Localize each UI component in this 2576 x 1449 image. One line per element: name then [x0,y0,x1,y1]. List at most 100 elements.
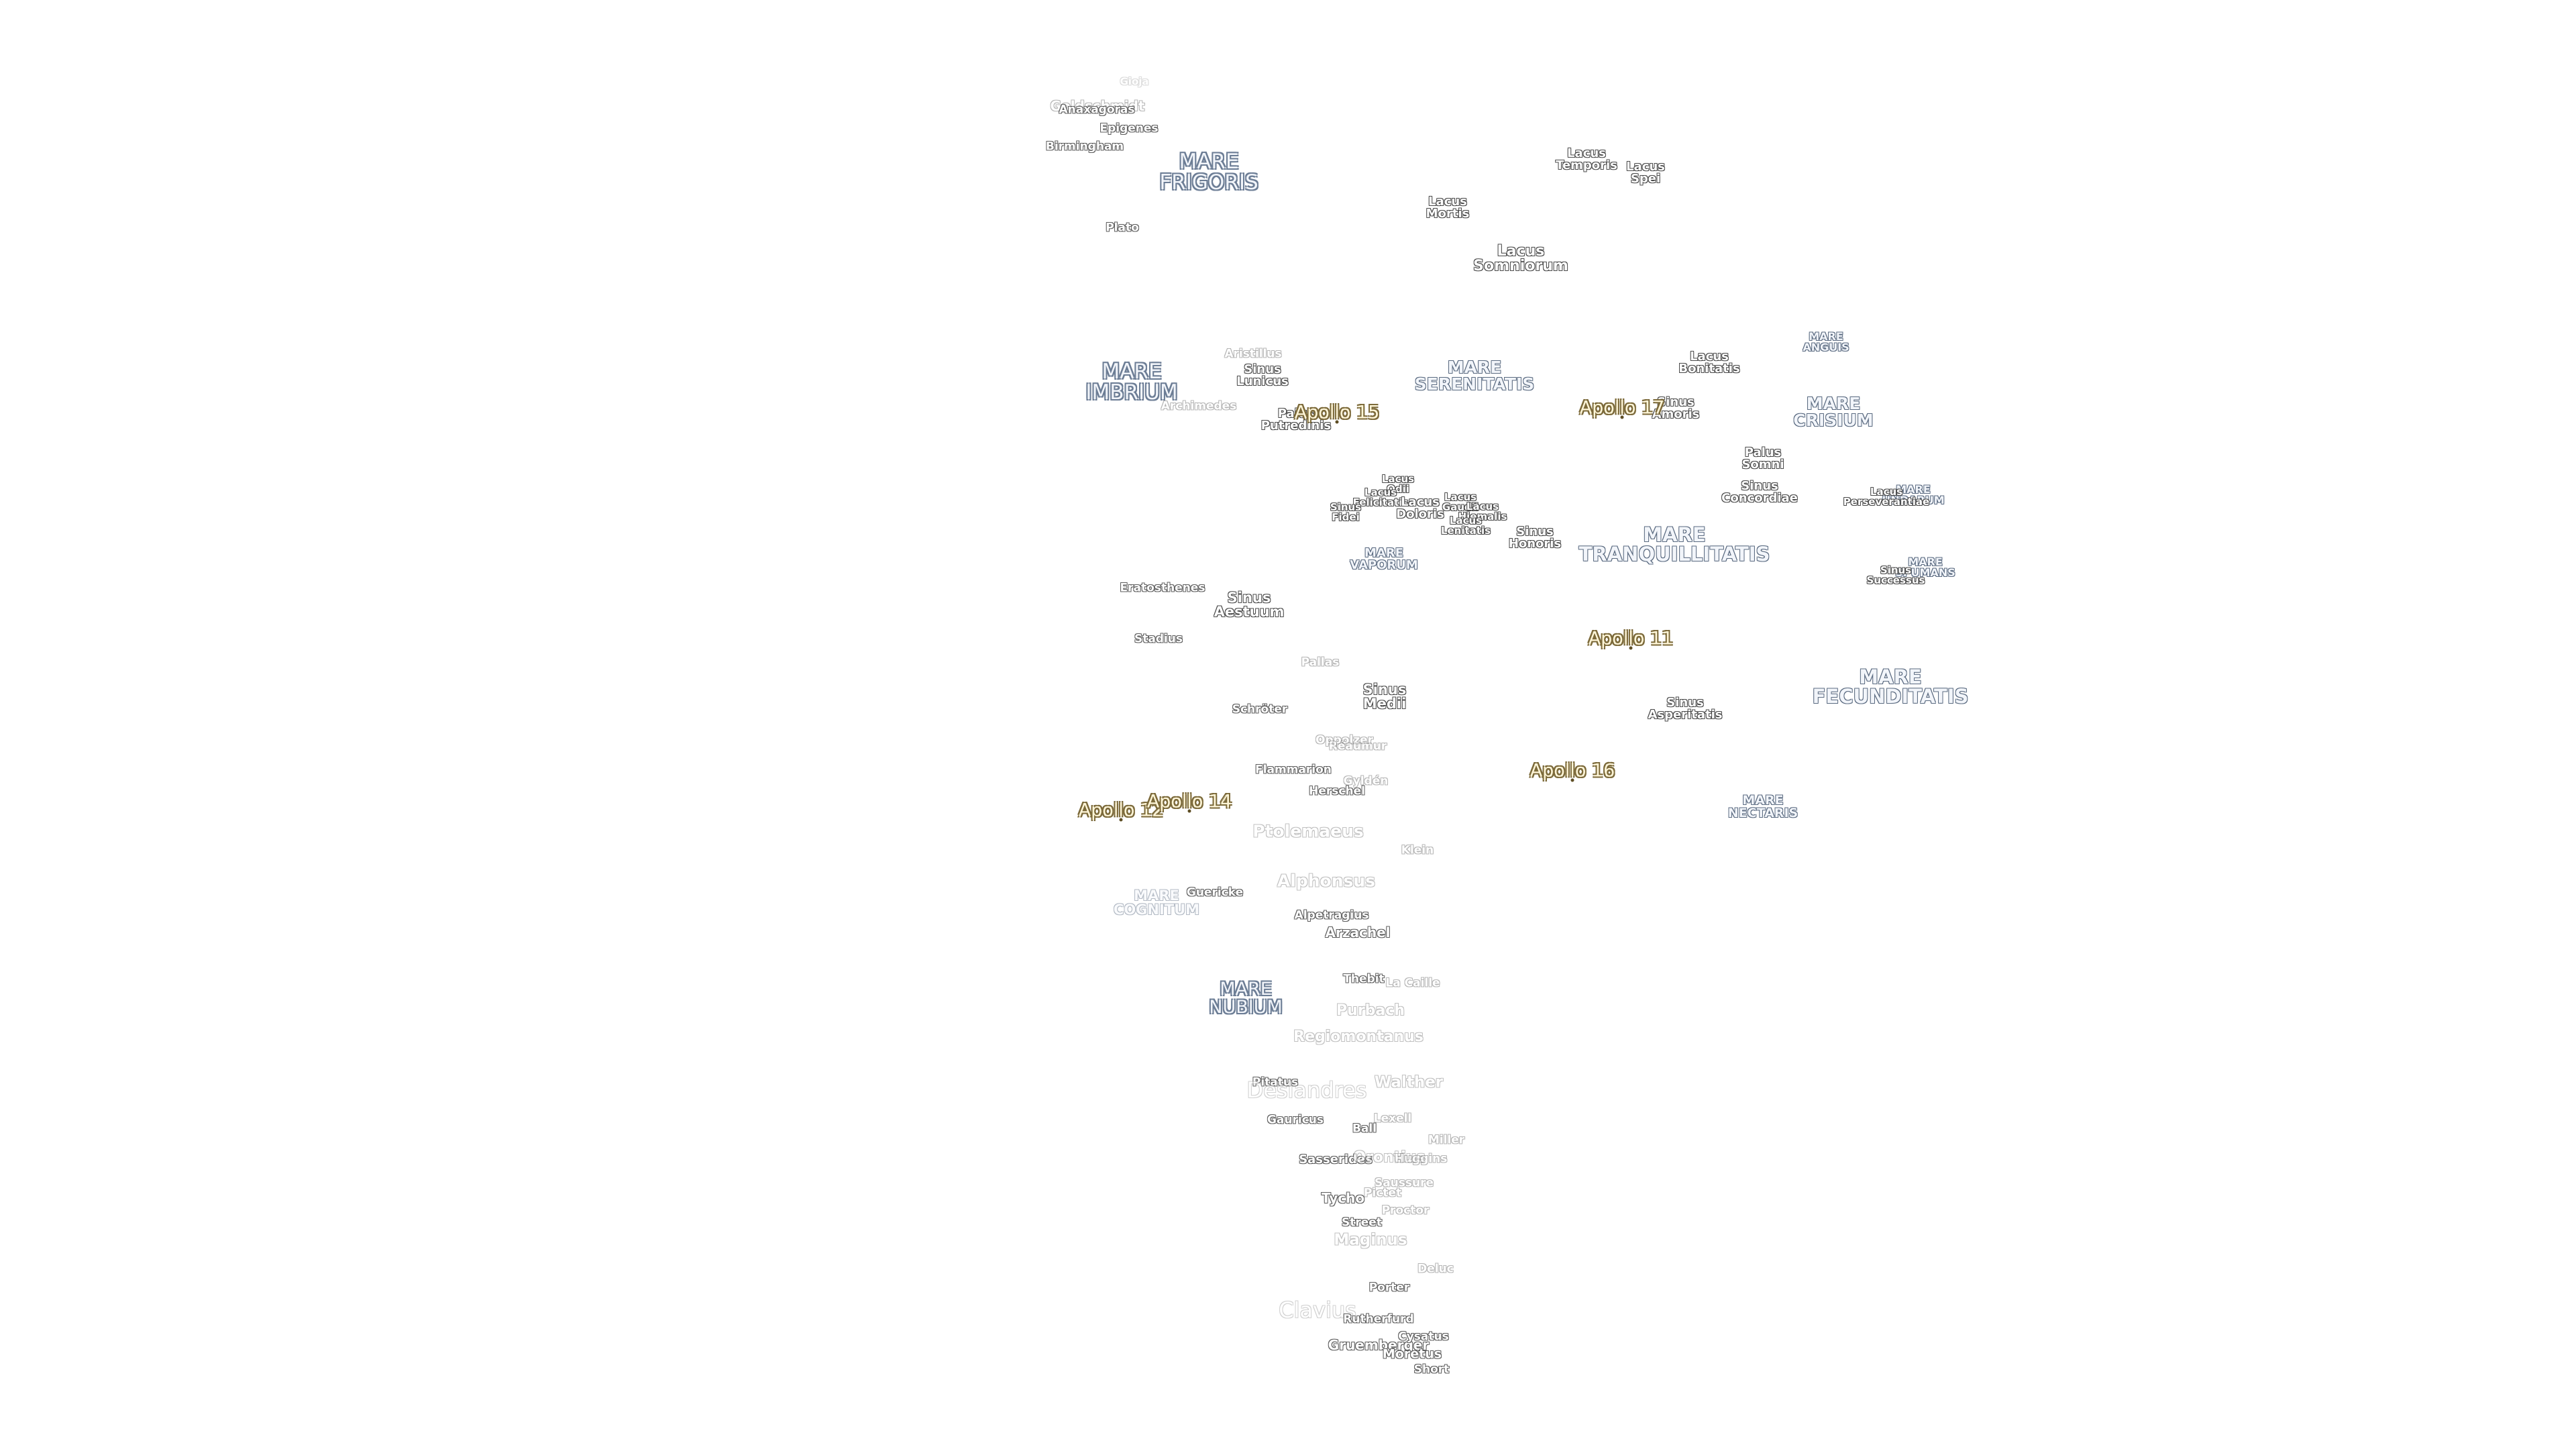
sinus-honoris-label[interactable]: Sinus Honoris [1508,525,1562,551]
mare-fecunditatis-label[interactable]: MARE FECUNDITATIS [1812,665,1969,708]
lacus-lenitatis-label[interactable]: Lacus Lenitatis [1440,515,1491,537]
crater-pallas-label[interactable]: Pallas [1301,655,1340,669]
crater-ptolemaeus-label[interactable]: Ptolemaeus [1252,821,1364,841]
apollo-17-label[interactable]: Apollo 17 [1579,397,1665,419]
sinus-fidei-label[interactable]: Sinus Fidei [1330,501,1362,523]
mare-cognitum-label[interactable]: MARE COGNITUM [1113,888,1200,918]
lacus-perseverantiae-label[interactable]: Lacus Perseverantiae [1843,486,1930,508]
crater-huggins-label[interactable]: Huggins [1394,1152,1448,1166]
crater-clavius-label[interactable]: Clavius [1279,1297,1356,1323]
crater-eratosthenes-label[interactable]: Eratosthenes [1120,581,1205,595]
crater-flammarion-label[interactable]: Flammarion [1255,763,1332,777]
crater-epigenes-label[interactable]: Epigenes [1099,121,1159,136]
crater-walther-label[interactable]: Walther [1374,1073,1444,1091]
lacus-temporis-label[interactable]: Lacus Temporis [1556,146,1617,172]
lacus-felicitatis-label[interactable]: Lacus Felicitatis [1352,486,1409,508]
sinus-successus-label[interactable]: Sinus Successus [1866,564,1925,586]
crater-stadius-label[interactable]: Stadius [1134,632,1183,646]
crater-aristillus-label[interactable]: Aristillus [1224,347,1282,361]
apollo-17-site-marker[interactable] [1620,415,1624,419]
apollo-14-site-marker[interactable] [1187,809,1191,813]
lacus-bonitatis-label[interactable]: Lacus Bonitatis [1678,350,1740,376]
crater-cysatus-label[interactable]: Cysatus [1398,1330,1449,1344]
mare-nectaris-label[interactable]: MARE NECTARIS [1727,793,1799,820]
crater-proctor-label[interactable]: Proctor [1381,1203,1430,1218]
crater-thebit-label[interactable]: Thebit [1343,972,1385,986]
crater-sasserides-label[interactable]: Sasserides [1299,1152,1373,1167]
apollo-16-label[interactable]: Apollo 16 [1529,760,1615,782]
mare-nubium-label[interactable]: MARE NUBIUM [1209,979,1283,1018]
apollo-12-label[interactable]: Apollo 12 [1078,800,1164,821]
crater-orontius-label[interactable]: Orontius [1353,1149,1426,1166]
crater-pictet-label[interactable]: Pictet [1363,1186,1402,1200]
crater-reaumur-label[interactable]: Réaumur [1328,739,1387,753]
crater-deluc-label[interactable]: Deluc [1417,1262,1454,1276]
crater-gioja-label[interactable]: Gioja [1120,75,1149,88]
apollo-11-site-marker[interactable] [1629,646,1633,650]
mare-frigoris-label[interactable]: MARE FRIGORIS [1159,150,1258,195]
mare-tranquillitatis-label[interactable]: MARE TRANQUILLITATIS [1578,523,1770,566]
lacus-somniorum-label[interactable]: Lacus Somniorum [1473,243,1568,274]
apollo-12-site-marker[interactable] [1119,818,1123,822]
crater-oppolzer-label[interactable]: Oppolzer [1315,733,1374,747]
mare-anguis-label[interactable]: MARE ANGUIS [1803,330,1849,354]
apollo-14-label[interactable]: Apollo 14 [1146,791,1232,812]
crater-arzachel-label[interactable]: Arzachel [1325,924,1391,941]
lacus-spei-label[interactable]: Lacus Spei [1626,160,1665,186]
crater-porter-label[interactable]: Porter [1368,1281,1410,1295]
crater-short-label[interactable]: Short [1413,1362,1450,1377]
lacus-mortis-label[interactable]: Lacus Mortis [1426,195,1470,221]
crater-street-label[interactable]: Street [1342,1216,1382,1230]
crater-deslandres-label[interactable]: Deslandres [1246,1077,1367,1103]
crater-rutherfurd-label[interactable]: Rutherfurd [1343,1312,1414,1326]
sinus-lunicus-label[interactable]: Sinus Lunicus [1236,362,1289,388]
crater-purbach-label[interactable]: Purbach [1336,1002,1405,1019]
crater-klein-label[interactable]: Klein [1401,843,1434,857]
sinus-asperitatis-label[interactable]: Sinus Asperitatis [1648,696,1723,722]
mare-undarum-label[interactable]: MARE UNDARUM [1882,483,1945,506]
crater-gruemberger-label[interactable]: Gruemberger [1328,1337,1430,1353]
lacus-doloris-label[interactable]: Lacus Doloris [1396,495,1444,521]
crater-maginus-label[interactable]: Maginus [1334,1231,1407,1249]
sinus-aestuum-label[interactable]: Sinus Aestuum [1214,590,1285,620]
sinus-medii-label[interactable]: Sinus Medii [1362,682,1407,712]
mare-crisium-label[interactable]: MARE CRISIUM [1793,394,1874,430]
crater-la-caille-label[interactable]: La Caille [1385,976,1440,990]
crater-alphonsus-label[interactable]: Alphonsus [1277,871,1376,891]
crater-birmingham-label[interactable]: Birmingham [1045,140,1124,154]
sinus-amoris-label[interactable]: Sinus Amoris [1652,395,1700,421]
apollo-11-label[interactable]: Apollo 11 [1588,628,1674,649]
crater-ball-label[interactable]: Ball [1352,1122,1377,1136]
crater-alpetragius-label[interactable]: Alpetragius [1294,908,1369,922]
apollo-15-label[interactable]: Apollo 15 [1294,402,1380,423]
palus-somni-label[interactable]: Palus Somni [1741,445,1784,472]
crater-gylden-label[interactable]: Gyldén [1343,774,1389,788]
lacus-hiemalis-label[interactable]: Lacus Hiemalis [1458,500,1507,523]
crater-miller-label[interactable]: Miller [1428,1133,1465,1147]
crater-moretus-label[interactable]: Moretus [1382,1346,1442,1362]
crater-schroter-label[interactable]: Schröter [1232,702,1288,716]
mare-spumans-label[interactable]: MARE SPUMANS [1895,555,1955,579]
crater-tycho-label[interactable]: Tycho [1321,1190,1365,1206]
crater-gauricus-label[interactable]: Gauricus [1267,1113,1324,1127]
crater-plato-label[interactable]: Plato [1106,221,1139,235]
crater-archimedes-label[interactable]: Archimedes [1161,399,1237,413]
lacus-gaudii-label[interactable]: Lacus Gaudii [1442,491,1479,513]
mare-vaporum-label[interactable]: MARE VAPORUM [1350,546,1418,572]
crater-anaxagoras-label[interactable]: Anaxagoras [1059,103,1135,117]
crater-herschel-label[interactable]: Herschel [1309,784,1365,798]
crater-lexell-label[interactable]: Lexell [1373,1112,1412,1126]
apollo-15-site-marker[interactable] [1335,420,1339,424]
crater-saussure-label[interactable]: Saussure [1374,1176,1434,1190]
palus-putredinis-label[interactable]: Palus Putredinis [1260,407,1332,433]
crater-regiomontanus-label[interactable]: Regiomontanus [1293,1028,1424,1045]
crater-guericke-label[interactable]: Guericke [1186,885,1244,900]
crater-goldschmidt-label[interactable]: Goldschmidt [1050,98,1145,114]
lacus-odii-label[interactable]: Lacus Odii [1381,473,1415,495]
mare-serenitatis-label[interactable]: MARE SERENITATIS [1414,358,1535,394]
mare-imbrium-label[interactable]: MARE IMBRIUM [1085,360,1178,405]
apollo-16-site-marker[interactable] [1570,778,1574,782]
sinus-concordiae-label[interactable]: Sinus Concordiae [1721,479,1798,505]
crater-pitatus-label[interactable]: Pitatus [1252,1075,1299,1089]
